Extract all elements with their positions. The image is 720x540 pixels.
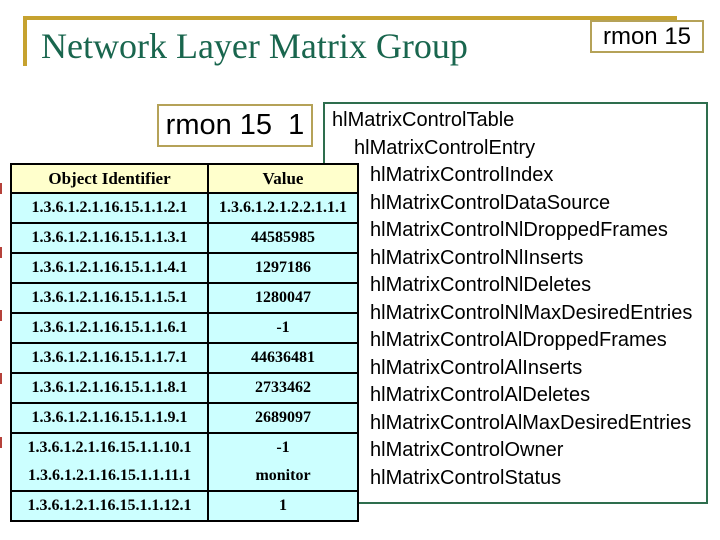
mib-tree-item: hlMatrixControlAlDeletes bbox=[370, 384, 591, 406]
oid-cell: 1.3.6.1.2.1.16.15.1.1.9.1 bbox=[12, 404, 209, 434]
mib-tree: hlMatrixControlTable hlMatrixControlEntry… bbox=[325, 107, 706, 492]
mib-tree-item: hlMatrixControlDataSource bbox=[370, 191, 611, 214]
mib-tree-item: hlMatrixControlOwner bbox=[370, 439, 564, 461]
mib-tree-item: hlMatrixControlAlInserts bbox=[370, 356, 583, 379]
mib-tree-item: hlMatrixControlNlInserts bbox=[370, 246, 584, 269]
column-header-oid: Object Identifier bbox=[12, 165, 209, 194]
oid-cell: 1.3.6.1.2.1.16.15.1.1.8.1 bbox=[12, 374, 209, 404]
mib-tree-item: hlMatrixControlAlMaxDesiredEntries bbox=[370, 411, 692, 434]
value-cell: 1.3.6.1.2.1.2.2.1.1.1 bbox=[209, 194, 357, 224]
oid-cell: 1.3.6.1.2.1.16.15.1.1.10.1 bbox=[12, 434, 209, 462]
oid-value-table: Object Identifier Value 1.3.6.1.2.1.16.1… bbox=[10, 163, 359, 522]
oid-instance-callout: rmon 15 1 bbox=[157, 104, 313, 147]
oid-cell: 1.3.6.1.2.1.16.15.1.1.12.1 bbox=[12, 492, 209, 520]
page-title: Network Layer Matrix Group bbox=[41, 26, 468, 66]
mib-tree-item: hlMatrixControlEntry bbox=[354, 136, 536, 159]
value-cell: 1280047 bbox=[209, 284, 357, 314]
value-cell: 2733462 bbox=[209, 374, 357, 404]
oid-cell: 1.3.6.1.2.1.16.15.1.1.5.1 bbox=[12, 284, 209, 314]
oid-cell: 1.3.6.1.2.1.16.15.1.1.3.1 bbox=[12, 224, 209, 254]
clipped-bullet-mark bbox=[0, 310, 2, 321]
clipped-bullet-mark bbox=[0, 183, 2, 194]
oid-cell: 1.3.6.1.2.1.16.15.1.1.4.1 bbox=[12, 254, 209, 284]
mib-tree-item: hlMatrixControlTable bbox=[332, 109, 515, 131]
gold-vertical-rule bbox=[23, 16, 27, 66]
mib-tree-item: hlMatrixControlNlDroppedFrames bbox=[370, 219, 668, 241]
value-cell: monitor bbox=[209, 462, 357, 492]
oid-cell: 1.3.6.1.2.1.16.15.1.1.6.1 bbox=[12, 314, 209, 344]
page-number-badge: rmon 15 bbox=[590, 20, 704, 53]
value-cell: 1297186 bbox=[209, 254, 357, 284]
mib-tree-item: hlMatrixControlNlDeletes bbox=[370, 274, 592, 296]
mib-tree-item: hlMatrixControlNlMaxDesiredEntries bbox=[370, 301, 693, 324]
value-cell: -1 bbox=[209, 434, 357, 462]
value-cell: 44636481 bbox=[209, 344, 357, 374]
oid-cell: 1.3.6.1.2.1.16.15.1.1.7.1 bbox=[12, 344, 209, 374]
value-cell: 44585985 bbox=[209, 224, 357, 254]
mib-tree-item: hlMatrixControlStatus bbox=[370, 466, 562, 489]
gold-horizontal-rule bbox=[23, 16, 677, 20]
mib-tree-item: hlMatrixControlIndex bbox=[370, 164, 554, 186]
mib-tree-box: hlMatrixControlTable hlMatrixControlEntry… bbox=[323, 102, 708, 504]
table-row: 1.3.6.1.2.1.16.15.1.1.10.1-1 bbox=[12, 434, 357, 462]
oid-cell: 1.3.6.1.2.1.16.15.1.1.2.1 bbox=[12, 194, 209, 224]
clipped-bullet-mark bbox=[0, 437, 2, 448]
table-header-row: Object Identifier Value bbox=[12, 165, 357, 194]
clipped-bullet-mark bbox=[0, 247, 2, 258]
value-cell: 1 bbox=[209, 492, 357, 520]
oid-cell: 1.3.6.1.2.1.16.15.1.1.11.1 bbox=[12, 462, 209, 492]
value-cell: 2689097 bbox=[209, 404, 357, 434]
clipped-bullet-mark bbox=[0, 373, 2, 384]
column-header-value: Value bbox=[209, 165, 357, 194]
mib-tree-item: hlMatrixControlAlDroppedFrames bbox=[370, 329, 667, 351]
table-row: 1.3.6.1.2.1.16.15.1.1.6.1-1 bbox=[12, 314, 357, 344]
value-cell: -1 bbox=[209, 314, 357, 344]
